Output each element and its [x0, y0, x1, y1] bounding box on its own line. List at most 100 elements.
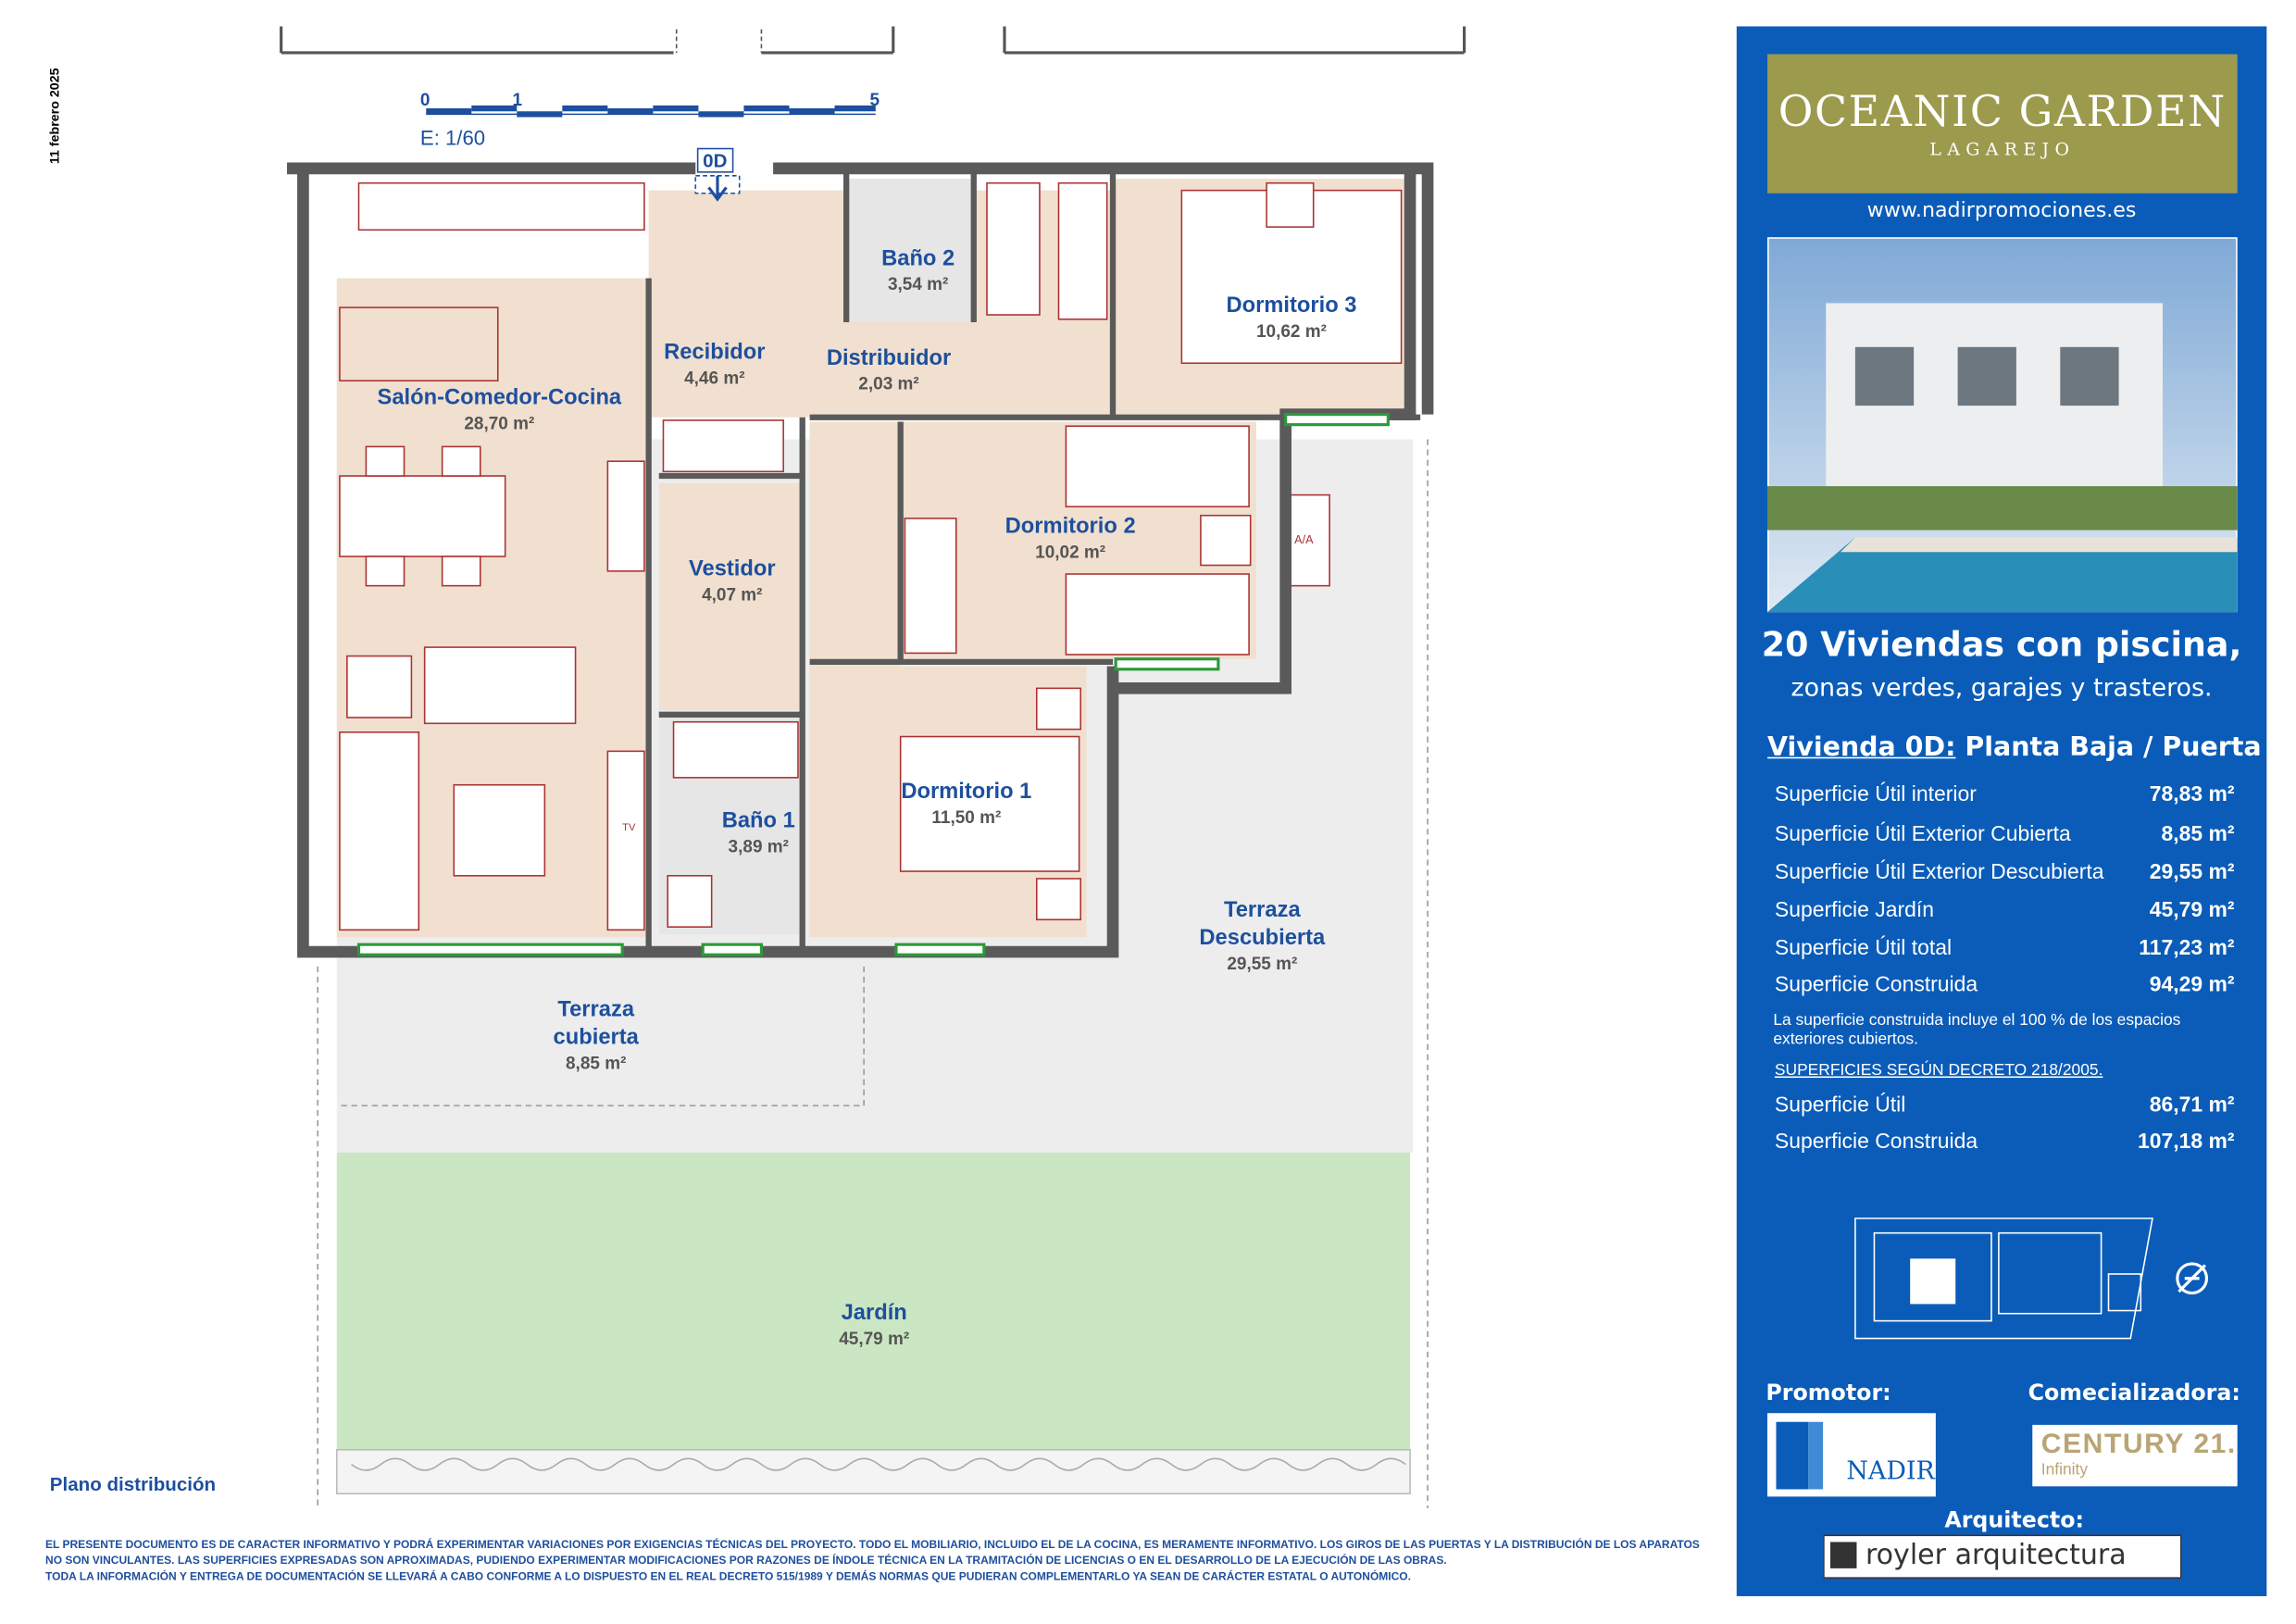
- scale-tick-5: 5: [869, 89, 880, 110]
- room-area: 3,54 m²: [887, 273, 949, 294]
- room-name: Recibidor: [664, 339, 766, 365]
- subheadline: zonas verdes, garajes y trasteros.: [1791, 673, 2213, 704]
- room-name: Vestidor: [688, 556, 776, 581]
- room-bano2: [846, 178, 974, 322]
- room-hall: [809, 421, 901, 671]
- room-area: 10,02 m²: [1035, 542, 1106, 563]
- area-label: Superficie Jardín: [1774, 899, 1934, 923]
- unit-code: Vivienda 0D:: [1766, 731, 1956, 764]
- room-label-salon: Salón-Comedor-Cocina 28,70 m²: [378, 383, 622, 434]
- north-compass-icon: [2176, 1262, 2209, 1295]
- door-tag: 0D: [696, 147, 733, 173]
- room-name: Dormitorio 1: [901, 779, 1032, 805]
- area-label: Superficie Construida: [1774, 1130, 1978, 1155]
- room-area: 28,70 m²: [464, 413, 535, 434]
- area-value: 29,55 m²: [2149, 860, 2235, 885]
- room-name: Salón-Comedor-Cocina: [377, 384, 622, 410]
- scale-tick-1: 1: [512, 89, 523, 110]
- room-name: Descubierta: [1199, 925, 1326, 951]
- room-name: Baño 2: [881, 245, 955, 271]
- area-row: Superficie Útil total 117,23 m²: [1775, 937, 2235, 960]
- room-name: Distribuidor: [826, 345, 952, 371]
- area-value: 45,79 m²: [2149, 899, 2235, 923]
- windows: [356, 413, 1390, 956]
- room-area: 2,03 m²: [858, 373, 919, 394]
- royler-logo: royler arquitectura: [1823, 1534, 2182, 1579]
- area-label: Superficie Útil Exterior Descubierta: [1774, 860, 2104, 885]
- area-label: Superficie Útil: [1774, 1093, 1906, 1118]
- room-area: 8,85 m²: [566, 1053, 627, 1074]
- area-value: 86,71 m²: [2149, 1093, 2235, 1118]
- area-value: 117,23 m²: [2139, 937, 2235, 961]
- area-row: Superficie Jardín 45,79 m²: [1775, 899, 2235, 922]
- headline: 20 Viviendas con piscina,: [1761, 626, 2242, 666]
- room-name: Dormitorio 2: [1004, 514, 1136, 540]
- brand-logo: OCEANIC GARDEN LAGAREJO: [1766, 54, 2238, 194]
- floor-plan-drawing: [280, 26, 1466, 1509]
- area-value: 94,29 m²: [2149, 973, 2235, 998]
- area-value: 107,18 m²: [2137, 1130, 2235, 1155]
- area-label: Superficie Construida: [1774, 973, 1978, 998]
- room-area: 10,62 m²: [1255, 320, 1327, 342]
- garden-area: [336, 1152, 1411, 1450]
- site-plan-diagram: [1854, 1218, 2153, 1340]
- tv-label: TV: [622, 822, 636, 833]
- comercializadora-label: Comecializadora:: [2028, 1379, 2240, 1406]
- royler-mark-icon: [1829, 1542, 1857, 1568]
- disclaimer: EL PRESENTE DOCUMENTO ES DE CARACTER INF…: [45, 1536, 1715, 1584]
- scale-label: E: 1/60: [419, 126, 486, 150]
- unit-location: Planta Baja / Puerta D: [1955, 731, 2293, 764]
- area-label: Superficie Útil Exterior Cubierta: [1774, 822, 2071, 847]
- upper-plan-fragment: [280, 26, 1466, 55]
- entrance-arrow-icon: [707, 175, 728, 202]
- room-name: Terraza: [557, 997, 635, 1022]
- area-row: Superficie Útil Exterior Descubierta 29,5…: [1775, 861, 2235, 884]
- building-render-image: [1766, 237, 2238, 613]
- area-row: Superficie Útil 86,71 m²: [1775, 1093, 2235, 1117]
- furniture: [339, 181, 1403, 931]
- area-row: Superficie Construida 107,18 m²: [1775, 1131, 2235, 1154]
- room-area: 29,55 m²: [1227, 953, 1298, 974]
- century21-logo: CENTURY 21. Infinity: [2032, 1424, 2238, 1487]
- area-row: Superficie Construida 94,29 m²: [1775, 974, 2235, 997]
- website-link[interactable]: www.nadirpromociones.es: [1866, 199, 2137, 223]
- room-vestidor: [658, 482, 803, 711]
- room-name: Baño 1: [721, 808, 795, 833]
- area-value: 78,83 m²: [2149, 783, 2235, 807]
- nadir-logo: NADIR: [1766, 1413, 1936, 1497]
- promotor-label: Promotor:: [1766, 1379, 1891, 1406]
- scale-tick-0: 0: [419, 89, 430, 110]
- century-sub-text: Infinity: [2040, 1461, 2089, 1480]
- nadir-text: NADIR: [1846, 1456, 1935, 1487]
- area-row: Superficie Útil interior 78,83 m²: [1775, 783, 2235, 806]
- disclaimer-line: EL PRESENTE DOCUMENTO ES DE CARACTER INF…: [45, 1537, 1700, 1568]
- area-value: 8,85 m²: [2161, 822, 2235, 847]
- room-area: 11,50 m²: [931, 806, 1002, 828]
- room-name: Jardín: [841, 1300, 907, 1326]
- info-panel: OCEANIC GARDEN LAGAREJO www.nadirpromoci…: [1736, 26, 2292, 1596]
- scale-bar: [426, 105, 876, 118]
- area-label: Superficie Útil total: [1774, 937, 1953, 961]
- room-name: Terraza: [1223, 897, 1301, 923]
- arquitecto-label: Arquitecto:: [1944, 1506, 2085, 1533]
- unit-heading: Vivienda 0D: Planta Baja / Puerta D: [1767, 732, 2292, 763]
- decreto-heading: SUPERFICIES SEGÚN DECRETO 218/2005.: [1774, 1061, 2103, 1080]
- plan-title: Plano distribución: [49, 1473, 217, 1495]
- gravel-strip: [335, 1448, 1411, 1495]
- brand-subtitle: LAGAREJO: [1929, 139, 2076, 160]
- area-label: Superficie Útil interior: [1774, 783, 1977, 807]
- area-note: La superficie construida incluye el 100 …: [1773, 1011, 2181, 1049]
- room-area: 4,46 m²: [684, 367, 745, 389]
- room-name: cubierta: [553, 1025, 639, 1051]
- aa-label: A/A: [1294, 532, 1314, 546]
